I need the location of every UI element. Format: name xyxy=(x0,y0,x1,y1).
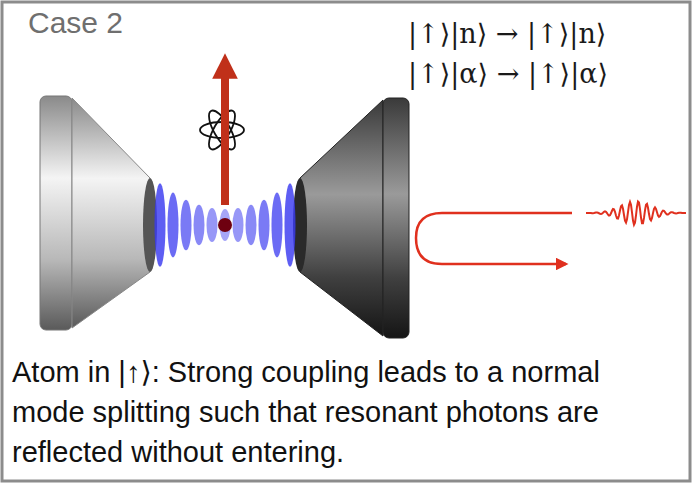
panel-title: Case 2 xyxy=(28,6,123,40)
state-mapping: |↑⟩|α⟩ → |↑⟩|α⟩ xyxy=(408,58,608,89)
field-lobe xyxy=(285,183,296,267)
field-lobe xyxy=(194,205,205,245)
field-lobe xyxy=(155,183,166,267)
field-lobe xyxy=(168,192,179,257)
caption-text: Atom in |↑⟩: Strong coupling leads to a … xyxy=(12,352,680,472)
field-lobe xyxy=(246,205,257,245)
field-lobe xyxy=(181,200,192,251)
field-lobe xyxy=(272,192,283,257)
right-mirror xyxy=(293,98,409,338)
spin-up-arrow xyxy=(221,66,229,205)
state-mapping: |↑⟩|n⟩ → |↑⟩|n⟩ xyxy=(408,18,606,49)
field-lobe xyxy=(259,200,270,251)
field-lobe xyxy=(207,208,218,242)
photon-pulse xyxy=(586,202,686,225)
left-mirror xyxy=(40,96,157,330)
field-lobe xyxy=(233,208,244,242)
atom-dot xyxy=(218,218,232,232)
reflection-arrow xyxy=(416,213,572,264)
